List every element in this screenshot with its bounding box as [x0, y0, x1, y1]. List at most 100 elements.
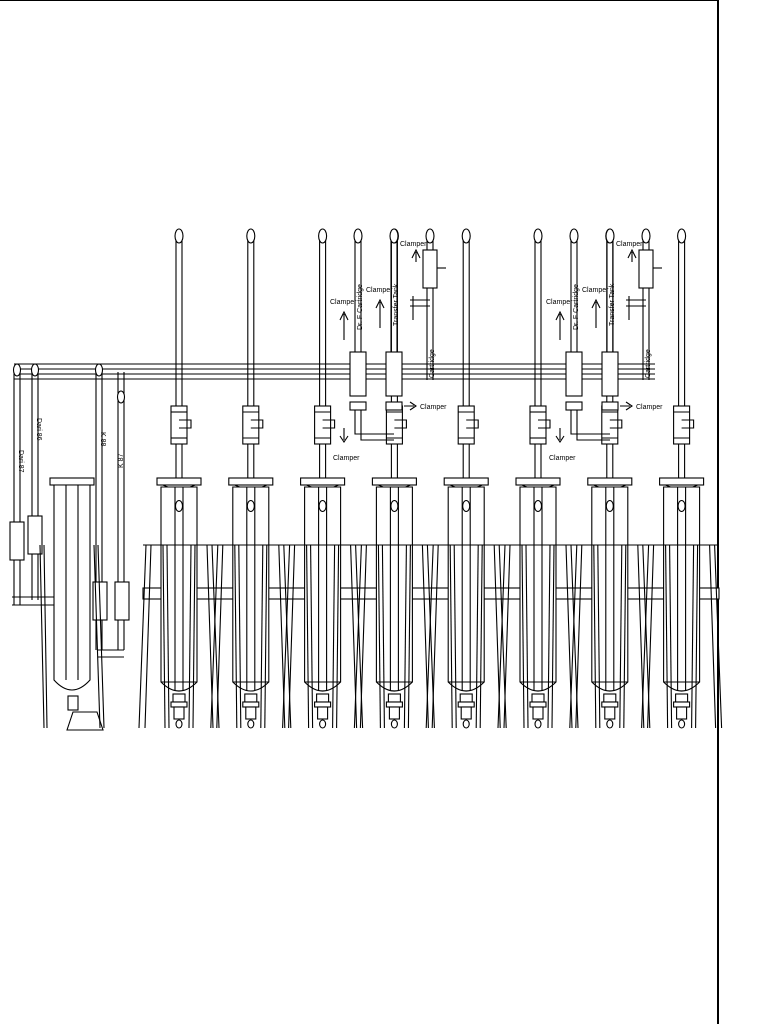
support-leg — [234, 544, 238, 729]
label-k-87: K 87 — [118, 453, 125, 468]
support-leg — [641, 544, 650, 729]
outlet-cap — [534, 719, 542, 729]
support-leg — [597, 544, 601, 729]
support-leg — [336, 544, 340, 729]
outlet-fitting — [170, 701, 188, 708]
valve-handle — [609, 419, 623, 429]
outlet-fitting — [529, 701, 547, 708]
main-header-pipe — [14, 363, 655, 380]
outlet-cap — [462, 719, 470, 729]
label-transfer-tank: Transfer Tank — [393, 283, 400, 326]
support-leg — [431, 544, 439, 729]
label-clamper: Clamper — [549, 455, 576, 462]
vessel-body — [304, 486, 342, 692]
support-leg — [691, 544, 695, 729]
transfer-tank-body — [422, 249, 438, 289]
vessel-flange — [371, 477, 417, 486]
support-leg — [188, 544, 192, 729]
label-k-88: K 88 — [99, 432, 106, 447]
outlet-fitting — [532, 706, 544, 720]
pipe-cap — [318, 228, 328, 244]
label-transfer-tank: Transfer Tank — [609, 283, 616, 326]
arrow-up-icon — [627, 248, 637, 262]
clamper-valve — [565, 401, 583, 411]
valve-handle — [250, 419, 264, 429]
support-leg — [216, 544, 224, 729]
vessel-body — [160, 486, 198, 692]
left-line-labels: Dari 87 Dari 86 K 88 K 87 — [17, 418, 125, 473]
support-leg — [547, 544, 551, 729]
clamper-valve — [385, 351, 403, 397]
arrow-up-icon — [591, 298, 601, 328]
pipe-cap — [569, 228, 579, 244]
valve-handle — [322, 419, 336, 429]
reactor-unit-3 — [282, 228, 364, 729]
valve-body — [457, 405, 475, 445]
outlet-fitting — [460, 706, 472, 720]
support-leg — [162, 544, 166, 729]
outlet-fitting — [676, 706, 688, 720]
clamper-valve — [601, 351, 619, 397]
arrow-down-icon — [555, 428, 565, 443]
support-leg — [264, 544, 268, 729]
outlet-fitting — [245, 706, 257, 720]
support-leg — [260, 544, 264, 729]
support-leg — [238, 544, 242, 729]
label-dari-87: Dari 87 — [17, 450, 24, 473]
support-leg — [709, 544, 717, 729]
outlet-fitting — [244, 693, 258, 703]
outlet-fitting — [603, 693, 617, 703]
support-leg — [521, 544, 525, 729]
support-leg — [288, 544, 296, 729]
clamper-valve — [601, 401, 619, 411]
outlet-cap — [678, 719, 686, 729]
reactor-units — [138, 228, 723, 729]
pipe-cap — [605, 228, 615, 244]
valve-handle — [538, 419, 551, 429]
pipe-cap — [641, 228, 651, 244]
support-leg — [619, 544, 623, 729]
valve-body — [673, 405, 691, 445]
support-leg — [695, 544, 699, 729]
support-leg — [453, 544, 457, 729]
support-leg — [359, 544, 367, 729]
transfer-tank-body — [638, 249, 654, 289]
vessel-body — [447, 486, 485, 692]
vessel-flange — [443, 477, 489, 486]
outlet-fitting — [173, 706, 185, 720]
pipe-cap — [425, 228, 435, 244]
pipe-cap — [246, 228, 256, 244]
pipe-cap — [389, 228, 399, 244]
arrow-up-icon — [411, 248, 421, 262]
standalone-vessel — [39, 477, 105, 731]
label-clamper: Clamper — [636, 404, 663, 411]
outlet-fitting — [675, 693, 689, 703]
label-clamper: Clamper — [582, 287, 609, 294]
support-leg — [593, 544, 597, 729]
pipe-cap — [533, 228, 543, 244]
label-cartridge: Cartridge — [429, 349, 436, 378]
reactor-unit-6 — [497, 228, 579, 729]
outlet-fitting — [385, 701, 403, 708]
outlet-fitting — [459, 693, 473, 703]
outlet-fitting — [317, 706, 329, 720]
lower-branch — [360, 404, 394, 441]
support-leg — [306, 544, 310, 729]
valve-body — [170, 405, 188, 445]
arrow-right-icon — [620, 401, 633, 411]
arrow-up-icon — [375, 298, 385, 328]
label-dari-86: Dari 86 — [35, 418, 42, 441]
support-leg — [353, 544, 362, 729]
outlet-fitting — [601, 701, 619, 708]
support-leg — [479, 544, 483, 729]
outlet-cap — [247, 719, 255, 729]
label-clamper: Clamper — [333, 455, 360, 462]
lower-branch — [354, 404, 394, 435]
arrow-up-icon — [555, 310, 565, 340]
clamper-valve — [385, 401, 403, 411]
vessel-port — [605, 499, 614, 513]
arrow-down-icon — [339, 428, 349, 443]
outlet-cap — [390, 719, 398, 729]
label-clamper: Clamper — [546, 299, 573, 306]
